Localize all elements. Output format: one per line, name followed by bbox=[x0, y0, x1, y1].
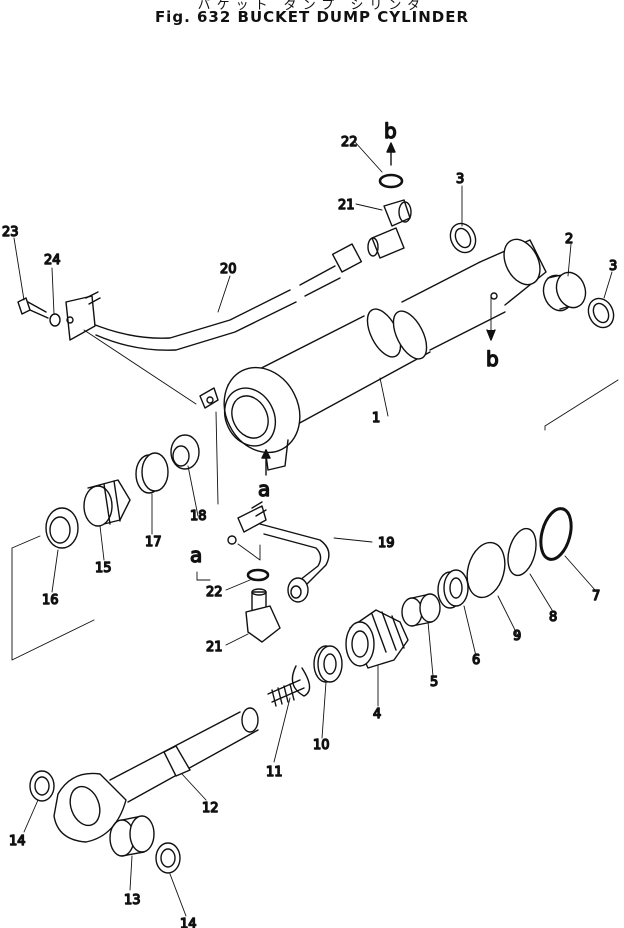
callout-23: 23 bbox=[2, 225, 19, 240]
tube-19 bbox=[227, 501, 330, 603]
callout-24: 24 bbox=[44, 253, 61, 268]
snap-ring-11 bbox=[291, 665, 311, 697]
callout-21b: 21 bbox=[206, 640, 223, 655]
callout-18: 18 bbox=[190, 509, 207, 524]
callout-22a: 22 bbox=[341, 135, 358, 150]
backup-ring-8 bbox=[507, 527, 537, 577]
ring-17 bbox=[135, 452, 169, 494]
ref-letter-b-top: b bbox=[384, 119, 397, 143]
head-4 bbox=[345, 609, 409, 669]
seal-14-left bbox=[29, 770, 55, 802]
callout-20: 20 bbox=[220, 262, 237, 277]
callout-10: 10 bbox=[313, 738, 330, 753]
ref-arrow-b-mid bbox=[486, 329, 496, 341]
callout-17: 17 bbox=[145, 535, 162, 550]
elbow-21-top bbox=[367, 199, 412, 259]
nut-18 bbox=[170, 434, 200, 470]
seal-14-right bbox=[155, 842, 181, 874]
ring-9 bbox=[466, 541, 506, 599]
callout-8: 8 bbox=[549, 610, 557, 625]
callout-11: 11 bbox=[266, 765, 283, 780]
ref-letter-b-mid: b bbox=[486, 347, 499, 371]
leader-lines bbox=[13, 141, 613, 917]
bolt-23 bbox=[17, 297, 49, 319]
callout-19: 19 bbox=[378, 536, 395, 551]
piston-15 bbox=[83, 479, 131, 527]
bushing-2 bbox=[542, 271, 587, 312]
washer-24 bbox=[49, 313, 61, 327]
guide-lines bbox=[11, 295, 619, 661]
bushing-6 bbox=[437, 569, 469, 609]
callout-1: 1 bbox=[372, 411, 380, 426]
callout-14b: 14 bbox=[180, 917, 197, 928]
callout-3b: 3 bbox=[609, 259, 617, 274]
callout-5: 5 bbox=[430, 675, 438, 690]
figure-title: Fig. 632 BUCKET DUMP CYLINDER bbox=[154, 8, 470, 26]
seal-16 bbox=[45, 507, 79, 549]
callout-4: 4 bbox=[373, 707, 381, 722]
bushing-13 bbox=[109, 815, 155, 857]
ref-letter-a-mid: a bbox=[258, 477, 270, 501]
o-ring-7 bbox=[539, 507, 573, 561]
title-japanese: バケット ダンプ シリンダ bbox=[197, 0, 427, 13]
callout-12: 12 bbox=[202, 801, 219, 816]
callout-9: 9 bbox=[513, 629, 521, 644]
piston-rod bbox=[53, 679, 305, 843]
callout-6: 6 bbox=[472, 653, 480, 668]
callout-21a: 21 bbox=[338, 198, 355, 213]
elbow-21-bottom bbox=[245, 588, 281, 643]
callout-2: 2 bbox=[565, 232, 573, 247]
cylinder-tube bbox=[199, 238, 547, 471]
bushing-10 bbox=[313, 645, 343, 683]
tube-20 bbox=[65, 243, 363, 351]
dust-seal-3 bbox=[449, 222, 615, 329]
callout-13: 13 bbox=[124, 893, 141, 908]
callout-7: 7 bbox=[592, 589, 600, 604]
callout-15: 15 bbox=[95, 561, 112, 576]
callout-22b: 22 bbox=[206, 585, 223, 600]
o-ring-22-bottom bbox=[246, 568, 270, 582]
callout-14a: 14 bbox=[9, 834, 26, 849]
bushing-5 bbox=[401, 593, 441, 627]
ref-letter-a-bottom: a bbox=[190, 543, 202, 567]
callout-16: 16 bbox=[42, 593, 59, 608]
callout-3a: 3 bbox=[456, 172, 464, 187]
o-ring-22-top bbox=[378, 173, 404, 189]
